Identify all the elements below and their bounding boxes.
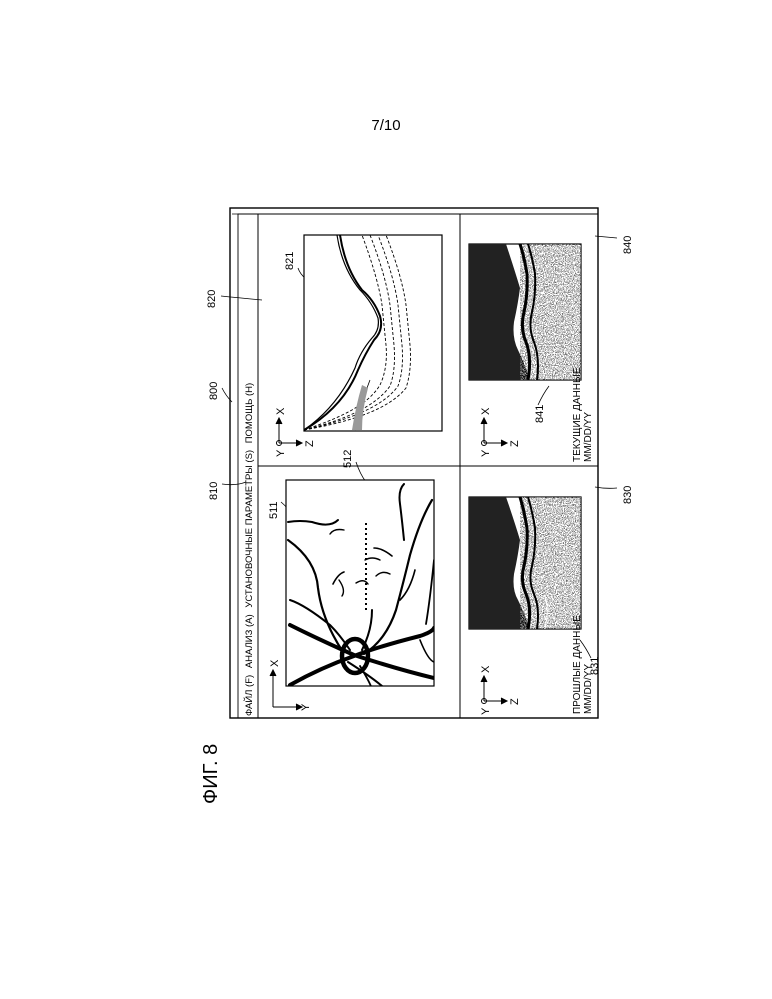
current-data-title: ТЕКУЩИЕ ДАННЫЕ <box>572 367 583 462</box>
ref-830: 830 <box>622 486 634 504</box>
past-axis-z: Z <box>509 698 521 705</box>
menu-analysis[interactable]: АНАЛИЗ (A) <box>244 614 255 668</box>
fundus-panel: X Y <box>269 480 434 711</box>
past-axis-x: X <box>480 665 492 673</box>
menu-help[interactable]: ПОМОЩЬ (H) <box>244 383 255 444</box>
menu-settings[interactable]: УСТАНОВОЧНЫЕ ПАРАМЕТРЫ (S) <box>244 450 255 608</box>
current-axis-y: Y <box>480 449 492 457</box>
fundus-axis-x: X <box>269 659 281 667</box>
oct-tomogram-821[interactable] <box>304 235 442 431</box>
past-axis-y: Y <box>480 707 492 715</box>
ref-840: 840 <box>622 236 634 254</box>
ref-821: 821 <box>284 252 296 270</box>
current-axis-z: Z <box>509 440 521 447</box>
ref-511: 511 <box>268 501 280 519</box>
oct-axis-x: X <box>275 407 287 415</box>
ref-820: 820 <box>206 290 218 308</box>
oct-axis-z: Z <box>304 440 316 447</box>
oct-axis-indicator <box>276 418 302 446</box>
past-axis-indicator <box>481 676 507 704</box>
past-data-title: ПРОШЛЫЕ ДАННЫЕ <box>572 615 583 714</box>
menu-file[interactable]: ФАЙЛ (F) <box>243 675 255 716</box>
current-data-panel: X Z Y ТЕКУЩИЕ ДАННЫЕ MM/DD/YY <box>469 244 594 462</box>
ref-800: 800 <box>208 382 220 400</box>
ref-841: 841 <box>534 405 546 423</box>
fundus-axis-y: Y <box>300 703 312 711</box>
past-data-date: MM/DD/YY <box>583 664 594 714</box>
ref-810: 810 <box>208 482 220 500</box>
oct-panel: X Z Y <box>275 235 442 457</box>
current-axis-x: X <box>480 407 492 415</box>
oct-axis-y: Y <box>275 449 287 457</box>
current-axis-indicator <box>481 418 507 446</box>
current-data-date: MM/DD/YY <box>583 412 594 462</box>
ref-512: 512 <box>342 450 354 468</box>
past-data-panel: X Z Y ПРОШЛЫЕ ДАННЫЕ MM/DD/YY <box>469 497 594 715</box>
menu-items[interactable]: ФАЙЛ (F) АНАЛИЗ (A) УСТАНОВОЧНЫЕ ПАРАМЕТ… <box>243 383 255 716</box>
